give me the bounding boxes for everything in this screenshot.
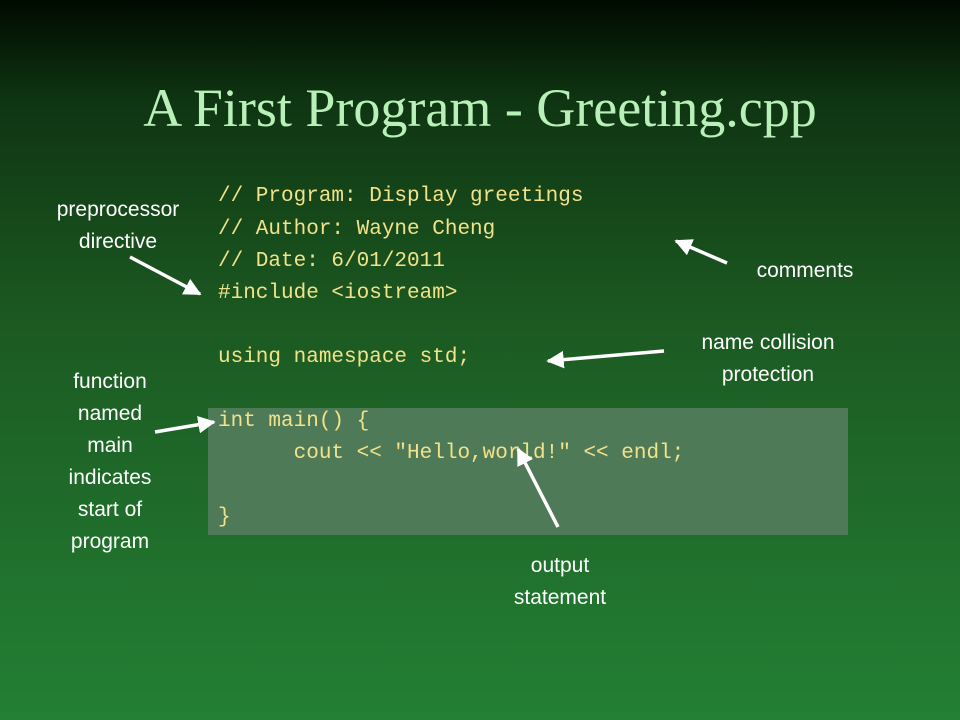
annotation-line: preprocessor [56,198,180,221]
annotation-comments: comments [756,259,854,282]
code-line-comment-program: // Program: Display greetings [218,185,584,208]
code-line-comment-date: // Date: 6/01/2011 [218,250,445,273]
annotation-line: function [73,370,147,393]
code-line-comment-author: // Author: Wayne Cheng [218,218,496,241]
annotation-line: named [77,402,143,425]
arrow-preprocessor [129,255,202,296]
annotation-line: main [87,434,133,457]
annotation-preprocessor-directive: preprocessor directive [30,194,206,258]
annotation-output-statement: output statement [480,550,640,614]
annotation-line: indicates [68,466,152,489]
code-line-include: #include <iostream> [218,282,458,305]
annotation-line: program [70,530,150,553]
annotation-line: start of [77,498,143,521]
annotation-name-collision: name collision protection [670,327,866,391]
slide-title: A First Program - Greeting.cpp [143,78,817,138]
code-line-closing-brace: } [218,506,231,529]
arrow-name-collision [546,349,665,369]
code-line-using-namespace: using namespace std; [218,346,471,369]
code-line-cout: cout << "Hello,world!" << endl; [218,442,685,465]
code-line-main-signature: int main() { [218,410,370,433]
annotation-function-main: function named main indicates start of p… [45,366,175,558]
annotation-line: name collision [701,331,835,354]
annotation-line: protection [721,363,815,386]
annotation-line: statement [513,586,607,609]
annotation-line: output [530,554,590,577]
annotation-line: directive [78,230,158,253]
arrow-comments [674,239,728,265]
